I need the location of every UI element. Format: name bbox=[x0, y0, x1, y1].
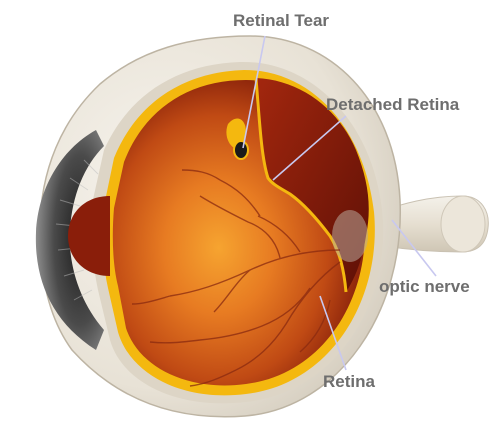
label-retina: Retina bbox=[323, 373, 375, 390]
label-detached-retina: Detached Retina bbox=[326, 96, 459, 113]
label-optic-nerve: optic nerve bbox=[379, 278, 470, 295]
label-retinal-tear: Retinal Tear bbox=[233, 12, 329, 29]
